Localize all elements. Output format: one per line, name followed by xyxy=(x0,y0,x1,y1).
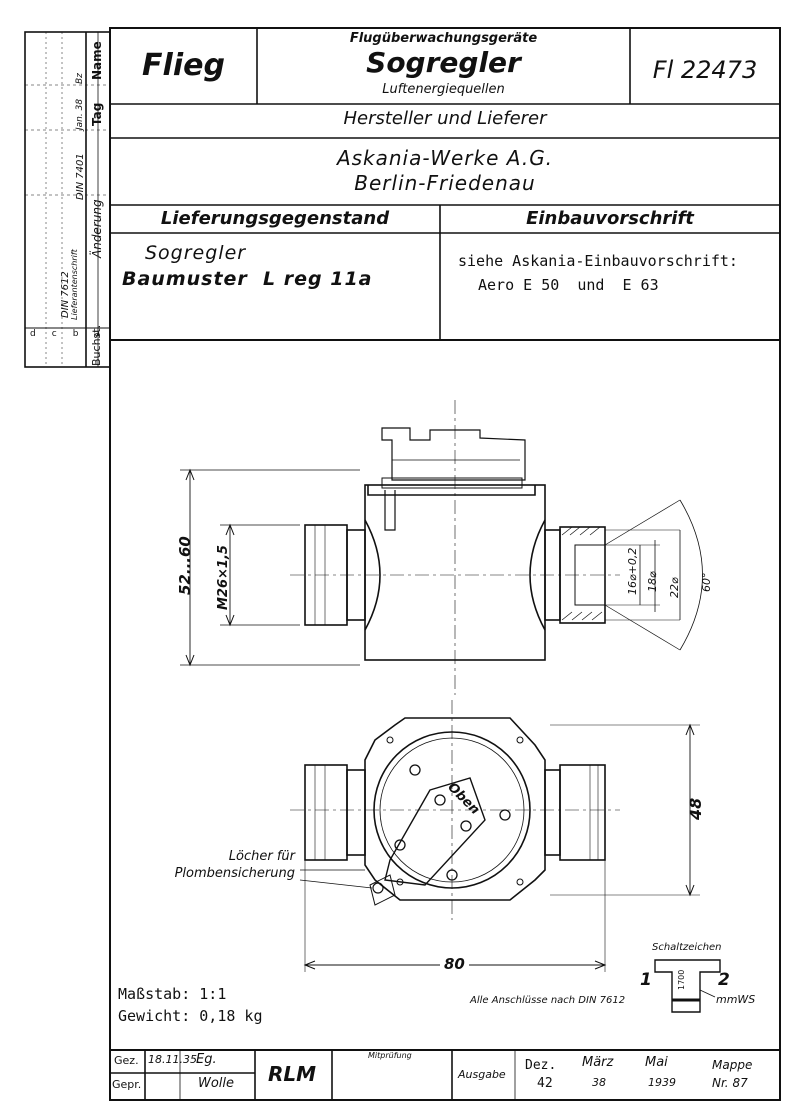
main-frame xyxy=(109,27,781,1101)
manufacturer-heading: Hersteller und Lieferer xyxy=(343,108,547,129)
revision-row-b: b xyxy=(72,329,79,339)
revision-row-letters: d c b a xyxy=(30,329,100,339)
dim-depth: 48 xyxy=(686,797,705,820)
handwritten-year-1: 38 xyxy=(592,1076,606,1089)
ausgabe-month: Dez. xyxy=(525,1058,557,1073)
revision-entry-b: DIN 7401 xyxy=(75,153,86,200)
side-view xyxy=(180,400,703,695)
installation-line-2: Aero E 50 und E 63 xyxy=(478,276,659,294)
dim-width: 80 xyxy=(440,955,469,973)
dim-angle: 60° xyxy=(700,572,713,593)
gez-label: Gez. xyxy=(114,1054,139,1067)
header-subtitle: Luftenergiequellen xyxy=(382,82,505,97)
delivery-line-1: Sogregler xyxy=(145,242,247,264)
gez-signature: Eg. xyxy=(196,1052,217,1067)
header-title: Sogregler xyxy=(366,46,521,79)
revision-entry-b-date: Jan. 38 xyxy=(75,98,85,130)
rlm-label: RLM xyxy=(268,1062,317,1086)
revision-row-d: d xyxy=(30,329,36,339)
header-group: Flugüberwachungsgeräte xyxy=(349,31,538,46)
dim-height: 52...60 xyxy=(176,536,194,595)
manufacturer-line-1: Askania-Werke A.G. xyxy=(336,146,554,170)
weight-note: Gewicht: 0,18 kg xyxy=(118,1007,263,1025)
gepr-label: Gepr. xyxy=(112,1078,142,1091)
header-category: Flieg xyxy=(142,48,225,83)
installation-heading: Einbauvorschrift xyxy=(526,208,694,229)
revision-col-aenderung: Änderung xyxy=(90,199,104,258)
handwritten-month-2: Mai xyxy=(645,1055,668,1070)
mitpruefung-label: Mitprüfung xyxy=(368,1051,412,1060)
revision-col-tag: Tag xyxy=(90,102,104,126)
plan-view xyxy=(290,700,700,972)
header-drawing-number: Fl 22473 xyxy=(652,56,758,84)
switch-port-2: 2 xyxy=(718,970,730,990)
delivery-heading: Lieferungsgegenstand xyxy=(160,208,390,229)
revision-col-name: Name xyxy=(90,41,104,80)
manufacturer-line-2: Berlin-Friedenau xyxy=(354,171,536,195)
handwritten-year-2: 1939 xyxy=(648,1076,676,1089)
connections-note: Alle Anschlüsse nach DIN 7612 xyxy=(470,995,626,1006)
revision-row-a: a xyxy=(94,329,100,339)
mappe-number: Nr. 87 xyxy=(712,1076,748,1090)
switch-port-1: 1 xyxy=(640,970,652,990)
scale-note: Maßstab: 1:1 xyxy=(118,985,227,1003)
switch-unit: mmWS xyxy=(716,993,756,1006)
dim-inner-1: 16⌀+0,2 xyxy=(626,547,639,595)
ausgabe-label: Ausgabe xyxy=(458,1068,506,1081)
switch-symbol xyxy=(654,959,721,1013)
dim-inner-2: 18⌀ xyxy=(646,571,659,592)
dim-inner-3: 22⌀ xyxy=(668,577,681,598)
label-plomb-holes: Löcher für Plombensicherung xyxy=(174,849,295,881)
installation-line-1: siehe Askania-Einbauvorschrift: xyxy=(458,252,738,270)
ausgabe-year: 42 xyxy=(537,1076,553,1091)
gez-date: 18.11.35. xyxy=(148,1053,201,1066)
delivery-line-2: Baumuster L reg 11a xyxy=(122,268,373,290)
switch-value: 1700 xyxy=(677,969,686,990)
revision-entry-b-name: Bz xyxy=(75,73,85,84)
revision-row-c: c xyxy=(51,329,57,339)
mappe-label: Mappe xyxy=(712,1058,753,1072)
schaltzeichen-label: Schaltzeichen xyxy=(652,942,722,953)
gepr-signature: Wolle xyxy=(198,1076,235,1091)
dim-thread: M26×1,5 xyxy=(216,545,231,610)
revision-entry-a-note: Lieferantenschrift xyxy=(70,249,79,320)
handwritten-month-1: März xyxy=(582,1055,614,1070)
